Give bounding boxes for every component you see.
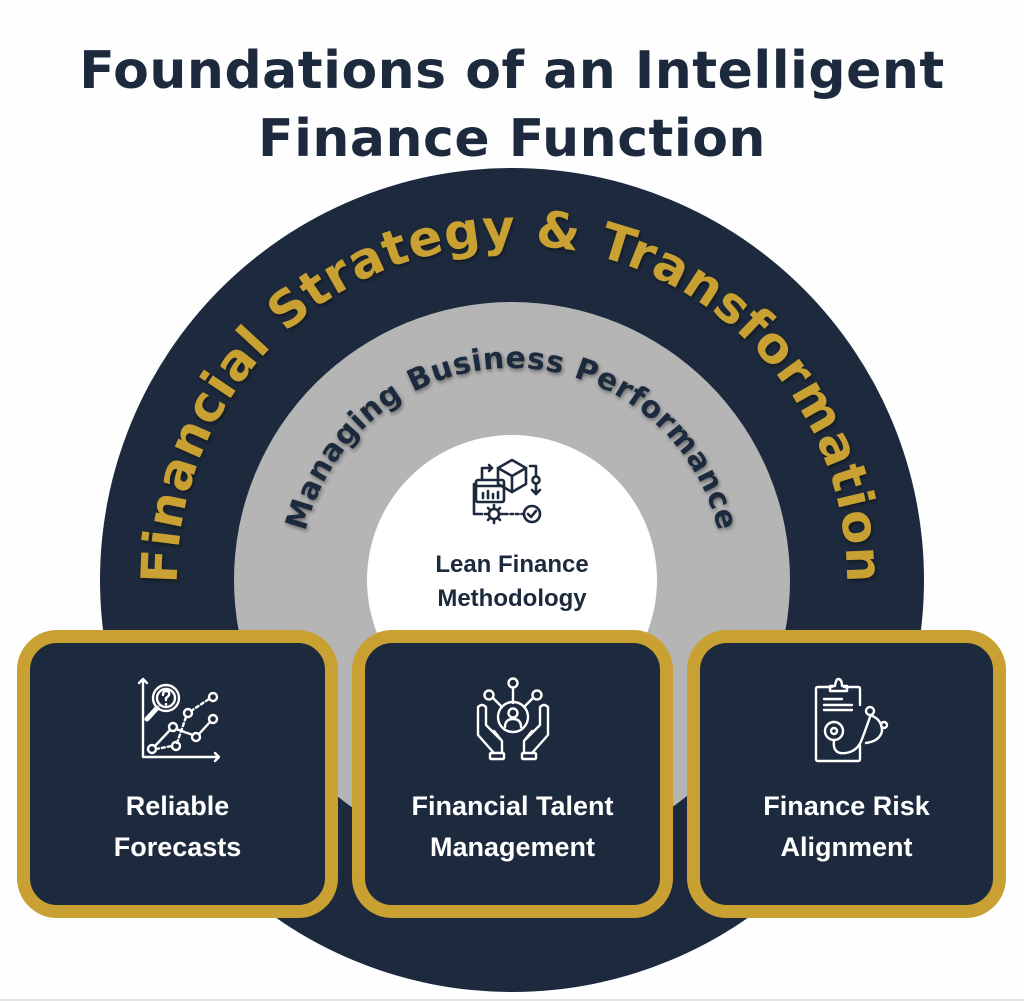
pillar-label-line-2: Alignment [780, 832, 913, 862]
forecast-chart-magnifier-icon [137, 677, 220, 763]
pillar-label-line-2: Management [429, 832, 596, 862]
pillar-label-line-1: Finance Risk [763, 791, 930, 821]
pillar-label: Financial Talent Management [365, 786, 660, 868]
title-line-1: Foundations of an Intelligent [79, 40, 945, 101]
pillar-card-financial-talent-management[interactable]: Financial Talent Management [352, 630, 673, 918]
core-label: Lean Finance Methodology [392, 548, 632, 616]
bottom-divider [0, 999, 1024, 1001]
hands-network-person-icon [476, 677, 549, 761]
core-label-line-2: Methodology [437, 585, 587, 612]
pillar-label-line-1: Financial Talent [411, 791, 614, 821]
pillar-label: Reliable Forecasts [30, 786, 325, 868]
core-label-line-1: Lean Finance [435, 551, 589, 578]
pillar-card-reliable-forecasts[interactable]: Reliable Forecasts [17, 630, 338, 918]
page-title: Foundations of an Intelligent Finance Fu… [0, 37, 1024, 173]
process-cube-gear-icon [472, 458, 542, 525]
pillar-label: Finance Risk Alignment [700, 786, 993, 868]
title-line-2: Finance Function [258, 108, 766, 169]
pillar-card-finance-risk-alignment[interactable]: Finance Risk Alignment [687, 630, 1006, 918]
clipboard-stethoscope-icon [814, 677, 888, 763]
pillar-label-line-1: Reliable [125, 791, 230, 821]
pillar-label-line-2: Forecasts [113, 832, 242, 862]
